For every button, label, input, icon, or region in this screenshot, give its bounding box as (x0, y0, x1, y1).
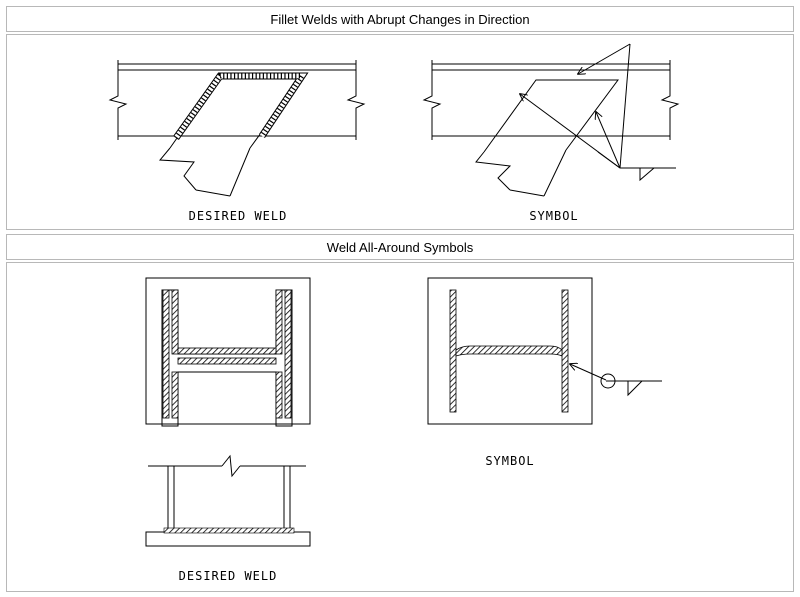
symbol-label: SYMBOL (529, 209, 578, 223)
panel-title-text: Fillet Welds with Abrupt Changes in Dire… (270, 11, 530, 27)
weld-bead (163, 527, 295, 534)
weld-bead (173, 72, 309, 141)
desired-weld-label: DESIRED WELD (179, 569, 278, 583)
panel-title-all-around: Weld All-Around Symbols (6, 234, 794, 260)
panel-body-all-around (6, 262, 794, 592)
desired-weld-beam-view (108, 60, 366, 197)
panel-body-abrupt-changes (6, 34, 794, 230)
panel-title-text: Weld All-Around Symbols (326, 239, 474, 255)
symbol-beam-view (422, 43, 680, 197)
desired-weld-label: DESIRED WELD (189, 209, 288, 223)
symbol-label: SYMBOL (485, 454, 534, 468)
symbol-h-section (427, 277, 662, 425)
panel-title-abrupt-changes: Fillet Welds with Abrupt Changes in Dire… (6, 6, 794, 32)
desired-weld-h-section (145, 277, 311, 427)
